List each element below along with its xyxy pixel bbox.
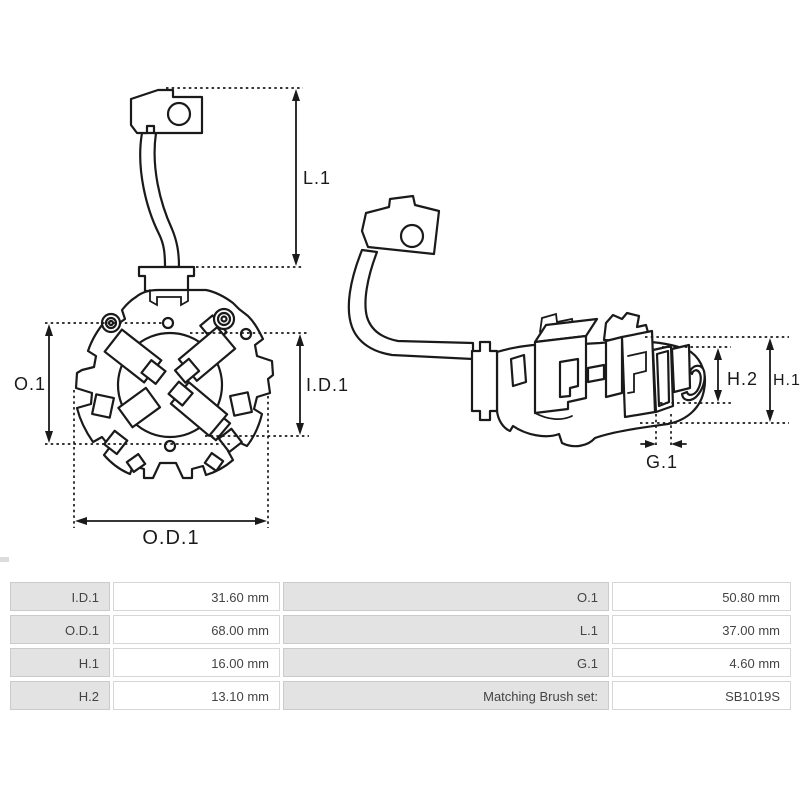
technical-drawing-svg: L.1 O.1 I.D.1 O.D.1 [14, 87, 800, 549]
screw-boss-left [100, 312, 122, 334]
front-terminal-hole [166, 101, 192, 127]
dimension-label-o1: O.1 [14, 374, 46, 394]
side-right-hook [680, 364, 706, 402]
dimension-l1: L.1 [166, 87, 331, 268]
side-flange [470, 340, 499, 422]
dimension-h2: H.2 [660, 346, 758, 404]
spec-label: I.D.1 [10, 582, 110, 611]
side-terminal-hole [399, 223, 425, 249]
spec-value: 37.00 mm [612, 615, 791, 644]
spec-value: 4.60 mm [612, 648, 791, 677]
dimension-od1: O.D.1 [73, 390, 269, 549]
spec-value: 50.80 mm [612, 582, 791, 611]
spec-label: L.1 [283, 615, 609, 644]
spec-value-brush-set-ref: SB1019S [612, 681, 791, 710]
pin-hole-bottom [163, 439, 177, 453]
dimension-label-g1: G.1 [646, 452, 678, 472]
side-right-plate [670, 343, 692, 394]
front-connector-block [137, 265, 196, 293]
side-inner-slot [509, 353, 528, 388]
spec-label: H.1 [10, 648, 110, 677]
dimension-h1: H.1 [640, 336, 800, 424]
plate-notch [217, 427, 243, 454]
pin-hole-top [161, 316, 175, 330]
plate-notch [103, 429, 129, 456]
spec-table: I.D.1 31.60 mm O.1 50.80 mm O.D.1 68.00 … [10, 582, 791, 710]
front-terminal-bracket [129, 88, 204, 135]
side-mid-connector [586, 363, 606, 384]
dimension-o1: O.1 [14, 322, 233, 445]
spec-label: O.D.1 [10, 615, 110, 644]
brush-box-lower-left [117, 386, 162, 429]
dimension-id1: I.D.1 [190, 332, 349, 437]
dimension-label-h2: H.2 [727, 369, 758, 389]
side-right-box-face [620, 329, 657, 419]
spec-value: 16.00 mm [113, 648, 280, 677]
side-terminal-bracket [360, 194, 441, 256]
side-brush-face-inner [655, 349, 671, 408]
dimension-g1: G.1 [640, 414, 687, 472]
plate-notch [125, 452, 147, 474]
dimension-label-l1: L.1 [303, 168, 331, 188]
side-right-box-cut [627, 350, 647, 394]
side-wire [347, 248, 475, 361]
cropped-row-fragment [0, 557, 9, 562]
dimension-label-id1: I.D.1 [306, 375, 349, 395]
plate-notch [203, 451, 225, 473]
spec-value: 13.10 mm [113, 681, 280, 710]
spec-label: G.1 [283, 648, 609, 677]
side-body-curve [534, 412, 573, 420]
spec-label: O.1 [283, 582, 609, 611]
spec-value: 31.60 mm [113, 582, 280, 611]
side-left-box-slot [558, 357, 580, 399]
side-right-box-left-face [604, 335, 624, 399]
side-view-drawing [347, 194, 707, 448]
dimension-label-h1: H.1 [773, 372, 800, 389]
front-wire [139, 131, 181, 269]
pin-hole-right [239, 327, 253, 341]
spec-value: 68.00 mm [113, 615, 280, 644]
plate-notch [91, 393, 115, 419]
spec-label: H.2 [10, 681, 110, 710]
screw-boss-right [212, 307, 236, 331]
front-plate-top-notch [149, 289, 189, 307]
dimension-label-od1: O.D.1 [142, 527, 199, 549]
brush-box-upper-left [103, 328, 167, 385]
plate-notch [229, 391, 253, 417]
brush-box-lower-right [167, 380, 232, 442]
spec-label-matching-brush-set: Matching Brush set: [283, 681, 609, 710]
front-view-drawing [74, 88, 275, 480]
